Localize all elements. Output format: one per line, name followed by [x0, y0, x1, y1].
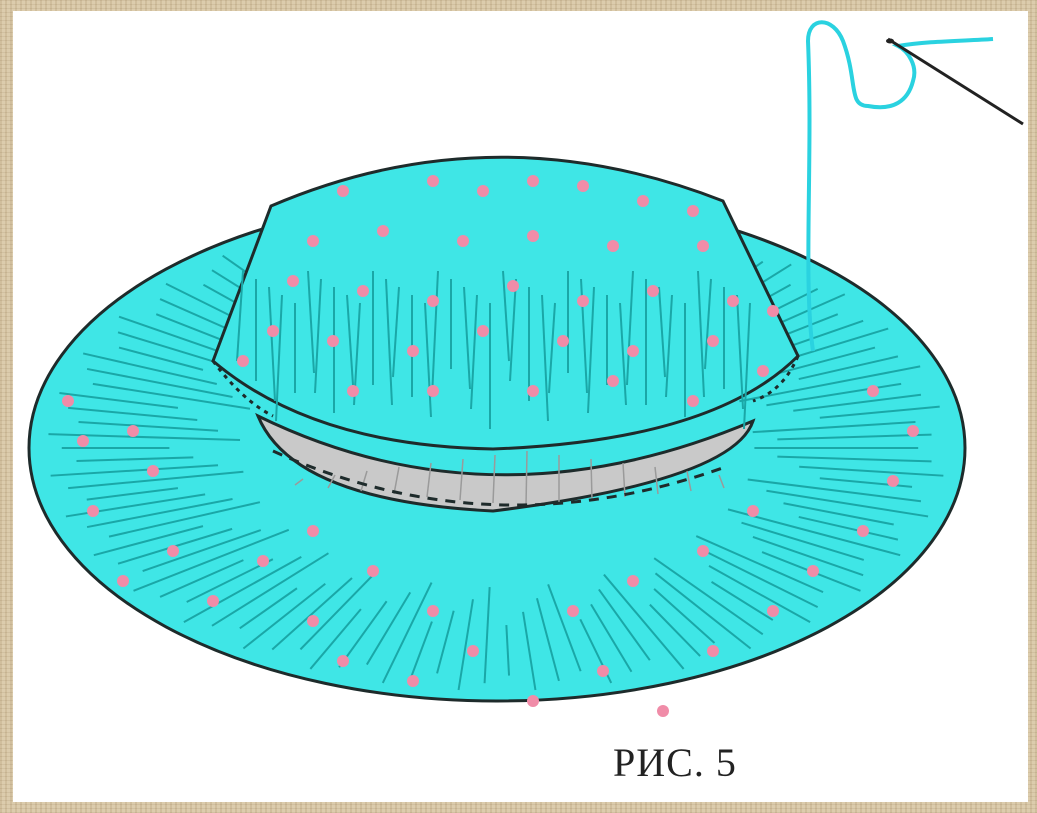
hat-illustration: [13, 11, 1028, 802]
pattern-dot: [367, 565, 379, 577]
pattern-dot: [467, 645, 479, 657]
pattern-dot: [117, 575, 129, 587]
pattern-dot: [267, 325, 279, 337]
pattern-dot: [287, 275, 299, 287]
pattern-dot: [767, 305, 779, 317]
pattern-dot: [77, 435, 89, 447]
pattern-dot: [627, 345, 639, 357]
pattern-dot: [377, 225, 389, 237]
pattern-dot: [337, 655, 349, 667]
pattern-dot: [87, 505, 99, 517]
pattern-dot: [527, 695, 539, 707]
pattern-dot: [407, 675, 419, 687]
pattern-dot: [337, 185, 349, 197]
pattern-dot: [457, 235, 469, 247]
pattern-dot: [427, 295, 439, 307]
pattern-dot: [527, 230, 539, 242]
pattern-dot: [657, 705, 669, 717]
pattern-dot: [687, 205, 699, 217]
pattern-dot: [327, 335, 339, 347]
pattern-dot: [127, 425, 139, 437]
pattern-dot: [767, 605, 779, 617]
pattern-dot: [687, 395, 699, 407]
pattern-dot: [637, 195, 649, 207]
pattern-dot: [727, 295, 739, 307]
pattern-dot: [527, 175, 539, 187]
pattern-dot: [807, 565, 819, 577]
pattern-dot: [147, 465, 159, 477]
pattern-dot: [697, 240, 709, 252]
pattern-dot: [557, 335, 569, 347]
pattern-dot: [597, 665, 609, 677]
needle-icon: [886, 39, 1023, 125]
pattern-dot: [347, 385, 359, 397]
pattern-dot: [607, 375, 619, 387]
pattern-dot: [607, 240, 619, 252]
pattern-dot: [757, 365, 769, 377]
pattern-dot: [627, 575, 639, 587]
pattern-dot: [707, 335, 719, 347]
figure-caption: РИС. 5: [613, 739, 737, 786]
pattern-dot: [167, 545, 179, 557]
pattern-dot: [867, 385, 879, 397]
lining-rib: [526, 451, 527, 506]
pattern-dot: [427, 385, 439, 397]
pattern-dot: [477, 185, 489, 197]
pattern-dot: [62, 395, 74, 407]
pattern-dot: [707, 645, 719, 657]
pattern-dot: [307, 525, 319, 537]
lining-rib: [591, 459, 592, 500]
pattern-dot: [427, 605, 439, 617]
pattern-dot: [237, 355, 249, 367]
pattern-dot: [407, 345, 419, 357]
pattern-dot: [747, 505, 759, 517]
pattern-dot: [207, 595, 219, 607]
pattern-dot: [697, 545, 709, 557]
pattern-dot: [507, 280, 519, 292]
pattern-dot: [307, 615, 319, 627]
pattern-dot: [307, 235, 319, 247]
pattern-dot: [577, 295, 589, 307]
pattern-dot: [647, 285, 659, 297]
pattern-dot: [527, 385, 539, 397]
pattern-dot: [857, 525, 869, 537]
pattern-dot: [357, 285, 369, 297]
pattern-dot: [887, 475, 899, 487]
pattern-dot: [567, 605, 579, 617]
pattern-dot: [427, 175, 439, 187]
pattern-dot: [577, 180, 589, 192]
pattern-dot: [257, 555, 269, 567]
figure-canvas: РИС. 5: [13, 11, 1028, 802]
pattern-dot: [477, 325, 489, 337]
pattern-dot: [907, 425, 919, 437]
